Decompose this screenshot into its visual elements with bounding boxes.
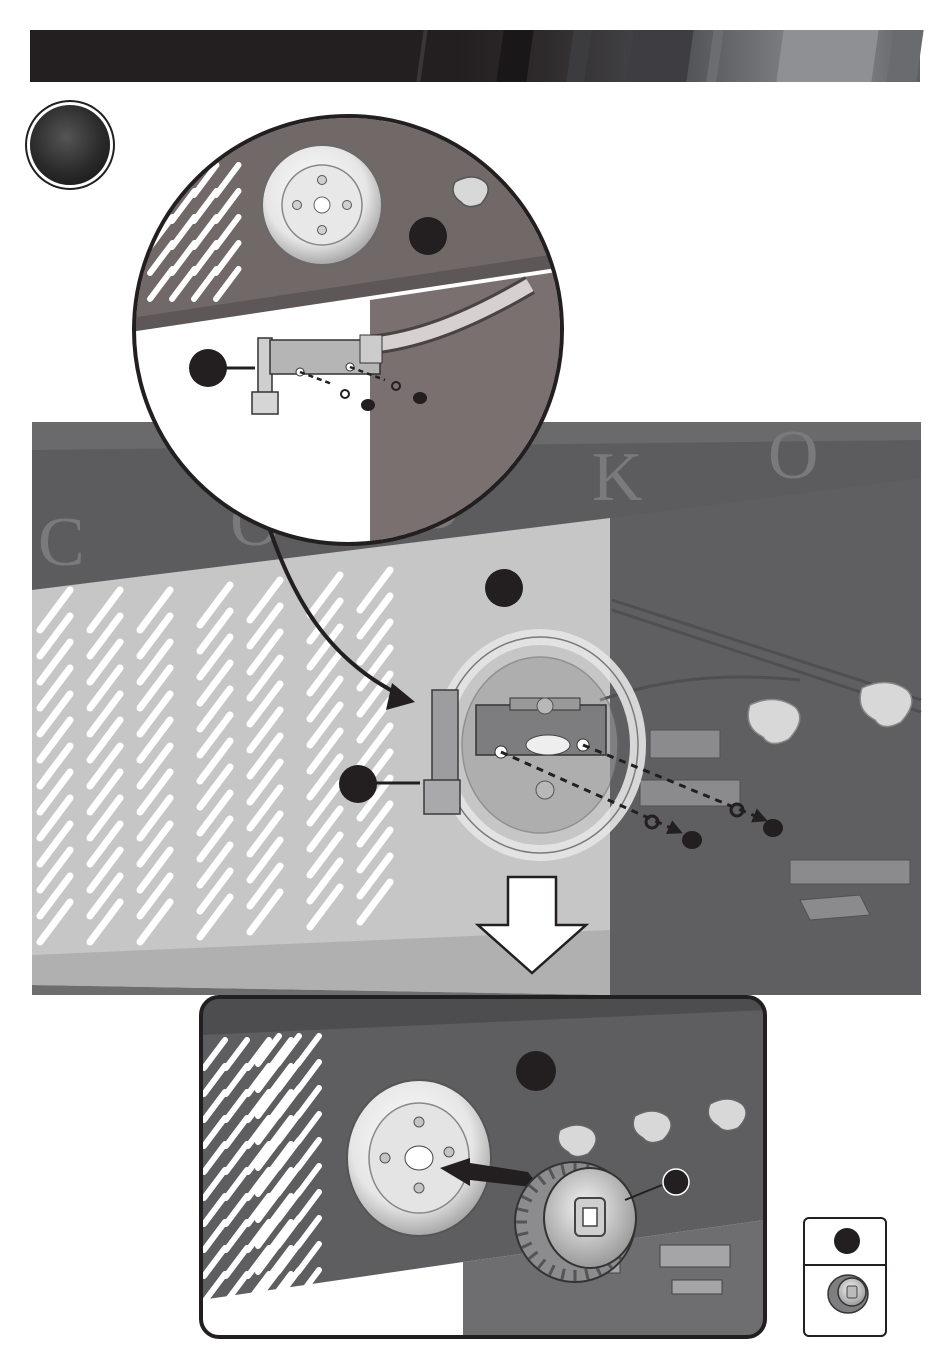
zoom-callout-valve — [189, 349, 227, 387]
logo-letter: O — [768, 417, 819, 494]
legend-divider — [805, 1264, 885, 1266]
parts-legend — [803, 1217, 887, 1337]
control-knob-icon — [828, 1275, 868, 1313]
legend-graphics — [805, 1219, 885, 1335]
callout-bezel — [485, 569, 523, 607]
vent-slots — [40, 570, 390, 942]
legend-callout — [834, 1228, 860, 1254]
logo-letter: C — [38, 504, 85, 581]
grill-main-view: C O O K O — [32, 417, 921, 995]
callout-valve — [339, 765, 377, 803]
logo-letter: K — [592, 439, 643, 516]
result-callout-bezel — [516, 1051, 556, 1091]
vent-slot — [150, 165, 173, 195]
result-callout-knob — [663, 1169, 689, 1195]
zoom-callout-bezel — [409, 217, 447, 255]
control-knob — [515, 1162, 636, 1282]
result-detail-panel — [201, 997, 765, 1337]
